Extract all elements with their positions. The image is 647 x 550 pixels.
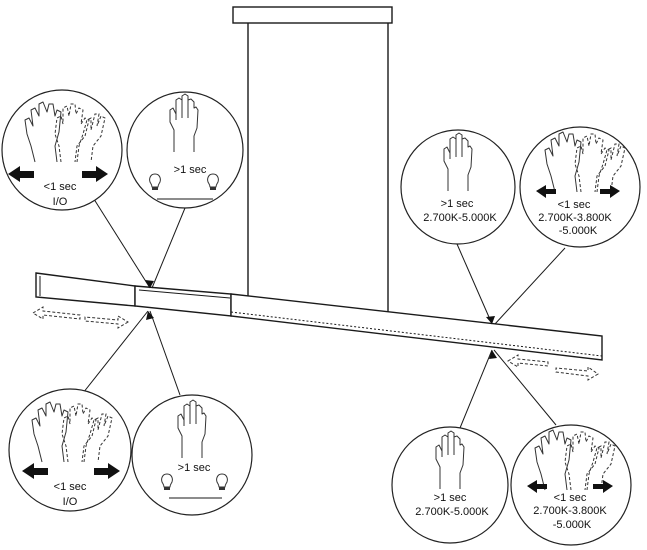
arrow-left-icon bbox=[536, 185, 556, 198]
arrow-right-icon bbox=[94, 463, 120, 479]
callout-bottom-right-hold: >1 sec 2.700K-5.000K bbox=[391, 426, 509, 544]
callout-label: <1 sec bbox=[54, 481, 87, 493]
arrow-right-icon bbox=[600, 185, 620, 198]
callout-bottom-right-swipe: <1 sec 2.700K-3.800K -5.000K bbox=[510, 424, 632, 546]
callout-label: <1 sec bbox=[558, 199, 591, 211]
callout-label: >1 sec bbox=[178, 462, 211, 474]
lamp-bar bbox=[35, 272, 603, 361]
callout-top-right-swipe: <1 sec 2.700K-3.800K -5.000K bbox=[519, 126, 641, 248]
callout-label: 2.700K-3.800K bbox=[538, 212, 612, 224]
callout-label: 2.700K-5.000K bbox=[415, 506, 489, 518]
callout-label: >1 sec bbox=[434, 492, 467, 504]
ceiling-canopy bbox=[232, 6, 393, 24]
callout-label: >1 sec bbox=[441, 198, 474, 210]
arrow-left-icon bbox=[8, 166, 34, 182]
arrow-left-icon bbox=[527, 480, 547, 493]
callout-label: -5.000K bbox=[553, 519, 592, 531]
arrow-left-icon bbox=[22, 463, 48, 479]
slide-arrows-icon bbox=[507, 354, 599, 381]
arrow-right-icon bbox=[82, 166, 108, 182]
callout-label: -5.000K bbox=[559, 225, 598, 237]
arrow-right-icon bbox=[593, 480, 613, 493]
callout-top-left-hold: >1 sec bbox=[126, 91, 244, 209]
callout-label: I/O bbox=[53, 196, 68, 208]
callout-label: I/O bbox=[63, 496, 78, 508]
callout-label: 2.700K-5.000K bbox=[423, 212, 497, 224]
callout-top-right-hold: >1 sec 2.700K-5.000K bbox=[400, 129, 516, 245]
callout-bottom-left-swipe: <1 sec I/O bbox=[8, 388, 132, 512]
callout-bottom-left-hold: >1 sec bbox=[131, 394, 253, 516]
callout-label: <1 sec bbox=[554, 492, 587, 504]
callout-label: >1 sec bbox=[174, 164, 207, 176]
callout-top-left-swipe: <1 sec I/O bbox=[1, 89, 123, 211]
leader-lines bbox=[82, 195, 566, 429]
callout-label: 2.700K-3.800K bbox=[533, 505, 607, 517]
callout-label: <1 sec bbox=[44, 181, 77, 193]
slide-arrows-icon bbox=[32, 306, 129, 329]
